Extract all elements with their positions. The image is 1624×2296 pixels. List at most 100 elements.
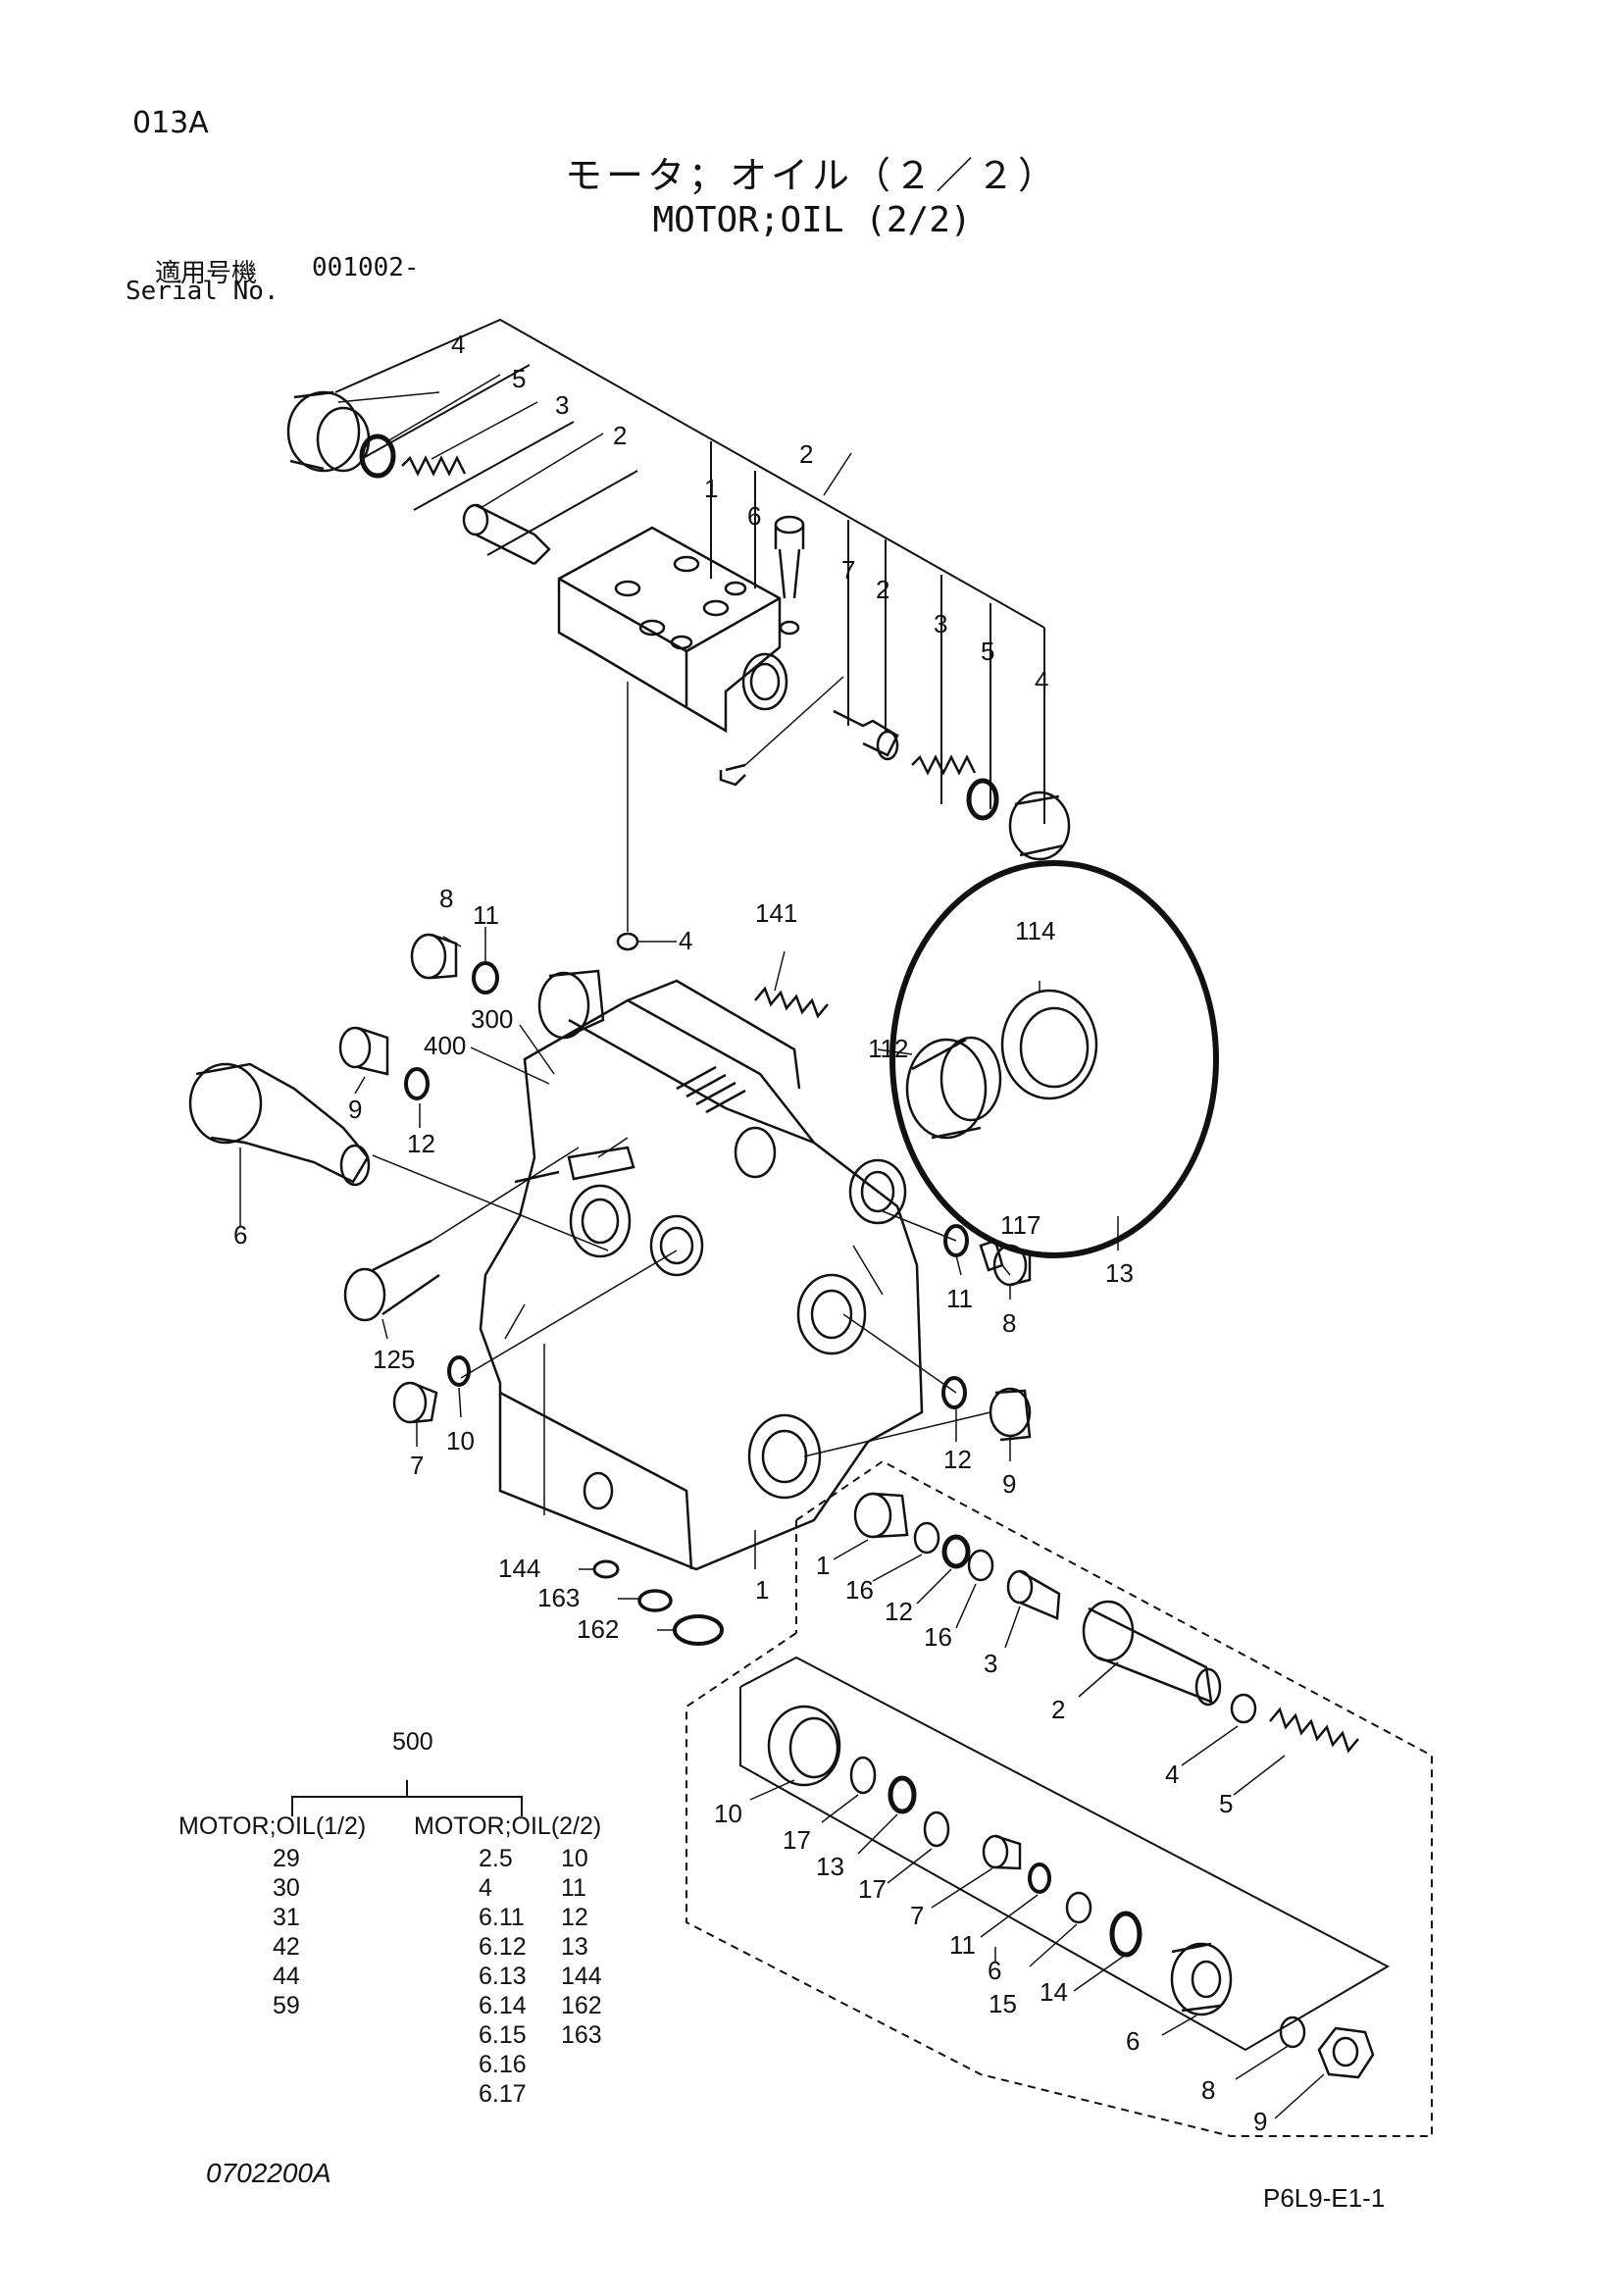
callout-8-right: 8 [1002, 1308, 1016, 1338]
callout-1-top: 1 [704, 474, 718, 503]
o-ring-162 [673, 1614, 724, 1646]
kit-number: 500 [392, 1728, 433, 1756]
nut-9 [1317, 2026, 1375, 2079]
callout-labels: 4 5 3 2 1 2 6 7 2 3 5 4 8 11 4 141 114 3… [233, 330, 1267, 2136]
callout-114: 114 [1015, 916, 1055, 945]
callout-16-lower: 16 [924, 1622, 952, 1652]
dashed-subassembly-outline [685, 1459, 1433, 2137]
serial-label-english: Serial No. [126, 277, 279, 306]
screw-6-top [774, 515, 805, 599]
bearing-112 [905, 1036, 1002, 1140]
o-ring-4-middle [616, 932, 639, 951]
kit-item: 6.14 [479, 1992, 527, 2019]
kit-item: 10 [561, 1845, 588, 1872]
callout-5-tl: 5 [512, 364, 526, 393]
plug-4-right [1008, 791, 1071, 861]
washer-16-lower [967, 1549, 994, 1582]
callout-163: 163 [537, 1583, 580, 1612]
kit-item: 6.15 [479, 2021, 527, 2049]
spring-5 [1269, 1707, 1359, 1754]
kit-item: 6.12 [479, 1933, 527, 1961]
callout-9-sub: 9 [1253, 2107, 1267, 2136]
callout-7-left: 7 [410, 1451, 424, 1480]
o-ring-14 [1109, 1911, 1142, 1958]
o-ring-5-top [359, 434, 396, 479]
motor-side-boss [537, 969, 605, 1040]
callout-11-sub: 11 [949, 1930, 976, 1960]
kit-item: 163 [561, 2021, 602, 2049]
title-japanese: モータ；オイル（２／２） [564, 154, 1059, 197]
cartridge-6-left [188, 1062, 371, 1187]
page-code: 013A [132, 106, 209, 140]
leader-lines [239, 374, 1119, 1631]
washer-15 [1065, 1891, 1092, 1924]
callout-11-left: 11 [473, 900, 499, 930]
figure-code: P6L9-E1-1 [1263, 2183, 1386, 2213]
callout-9-left: 9 [348, 1095, 362, 1124]
subassembly-bracket [739, 1656, 1391, 2052]
o-ring-5-right [966, 778, 999, 821]
spring-141 [754, 986, 829, 1019]
washer-16-upper [913, 1521, 940, 1555]
callout-3-right: 3 [934, 609, 947, 638]
kit-heading-1: MOTOR;OIL(1/2) [178, 1812, 367, 1840]
o-ring-144 [592, 1559, 620, 1579]
callout-10: 10 [446, 1426, 475, 1455]
o-ring-10 [447, 1355, 471, 1387]
callout-1-body: 1 [755, 1575, 769, 1605]
kit-item: 29 [273, 1845, 300, 1872]
plug-8-left [410, 933, 458, 980]
screw-8-sub [1279, 2015, 1306, 2049]
kit-column-2: 2.5 4 6.11 6.12 6.13 6.14 6.15 6.16 6.17 [479, 1844, 527, 2109]
callout-6-sub: 6 [1126, 2026, 1140, 2056]
kit-item: 59 [273, 1992, 300, 2019]
callout-4-sub: 4 [1165, 1760, 1179, 1789]
o-ring-11-left [472, 961, 499, 995]
callout-17-lower: 17 [858, 1874, 887, 1904]
seal-ring-13 [889, 860, 1219, 1258]
o-ring-163 [637, 1589, 673, 1612]
kit-item: 4 [479, 1874, 492, 1902]
kit-item: 2.5 [479, 1845, 513, 1872]
callout-117: 117 [1000, 1210, 1040, 1240]
callout-2-sub: 2 [1051, 1695, 1065, 1724]
callout-2-right: 2 [876, 575, 889, 604]
kit-item: 44 [273, 1963, 300, 1990]
callout-2-tl: 2 [613, 421, 627, 450]
callout-12-right: 12 [943, 1445, 972, 1474]
kit-item: 6.11 [479, 1904, 525, 1931]
kit-item: 11 [561, 1874, 586, 1902]
callout-8-left: 8 [439, 884, 453, 913]
backup-ring-17-lower [923, 1811, 950, 1848]
callout-4-middle: 4 [679, 926, 692, 955]
callout-6-left: 6 [233, 1220, 247, 1250]
bearing-114 [1000, 989, 1098, 1100]
callout-12-sub: 12 [885, 1597, 913, 1626]
motor-valve-body [479, 979, 924, 1571]
callout-7-sub: 7 [910, 1901, 924, 1930]
callout-3-sub: 3 [984, 1649, 997, 1678]
callout-6-top: 6 [747, 501, 761, 531]
callout-2-top: 2 [799, 439, 813, 469]
callout-1-sub: 1 [816, 1551, 830, 1580]
sub-leader-lines [749, 1539, 1325, 2119]
plug-7-left [392, 1381, 438, 1424]
o-ring-11-sub [1028, 1862, 1051, 1894]
serial-label-japanese: 適用号機 [155, 259, 258, 288]
callout-141: 141 [755, 898, 797, 928]
spool-3 [1006, 1569, 1061, 1620]
spring-3-right [911, 754, 977, 776]
plug-6-sub [1170, 1942, 1233, 2016]
callout-12-left: 12 [407, 1129, 435, 1158]
kit-item: 42 [273, 1933, 300, 1961]
valve-block-1 [557, 526, 800, 734]
kit-item: 6.17 [479, 2080, 527, 2108]
spring-3-top [401, 455, 467, 477]
title-english: MOTOR;OIL (2/2) [652, 200, 972, 240]
poppet-2-top [462, 503, 551, 566]
plug-7-top [719, 763, 746, 787]
callout-16-upper: 16 [845, 1575, 874, 1605]
kit-column-1: 29 30 31 42 44 59 [273, 1844, 300, 2020]
kit-heading-2: MOTOR;OIL(2/2) [414, 1812, 602, 1840]
callout-144: 144 [498, 1554, 540, 1583]
